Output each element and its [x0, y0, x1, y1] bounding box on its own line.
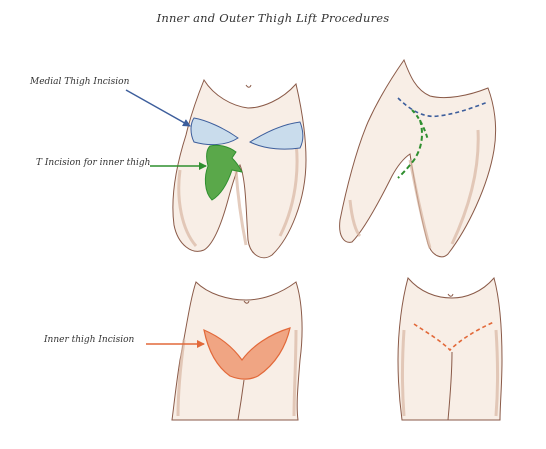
side-incision-blue-dashed — [397, 97, 489, 118]
figure-front-lower-right-navel — [447, 293, 454, 297]
figure-front-lower-shading — [176, 329, 298, 417]
inner-incision-label: Inner thigh Incision — [44, 335, 135, 345]
side-incision-green-dashed — [397, 119, 423, 179]
figure-side-upper-body — [339, 58, 497, 258]
figure-front-lower-right-leg-gap — [447, 351, 453, 421]
figure-front-upper — [172, 78, 307, 259]
t-incision-label: T Incision for inner thigh — [36, 158, 151, 168]
inner-incision-dashed — [413, 321, 495, 352]
figure-front-upper-navel — [245, 84, 252, 88]
side-incision-green-dashed-upper — [411, 109, 429, 141]
medial-incision-left — [190, 117, 239, 146]
medial-incision-right — [248, 121, 304, 150]
figure-front-lower-right-shading — [401, 329, 499, 417]
medial-incision-label: Medial Thigh Incision — [30, 77, 130, 87]
figure-side-upper-shading — [348, 129, 480, 249]
inner-incision-shape — [203, 327, 291, 380]
figure-front-lower — [171, 281, 303, 421]
figure-side-upper — [339, 58, 497, 258]
figure-front-lower-leg-gap — [237, 379, 245, 421]
figure-front-lower-right — [397, 276, 503, 421]
page-title: Inner and Outer Thigh Lift Procedures — [156, 11, 390, 25]
figure-front-lower-body — [171, 281, 303, 421]
t-incision-shape — [204, 144, 243, 201]
figure-front-lower-navel — [243, 300, 250, 304]
medial-arrow — [125, 89, 191, 127]
